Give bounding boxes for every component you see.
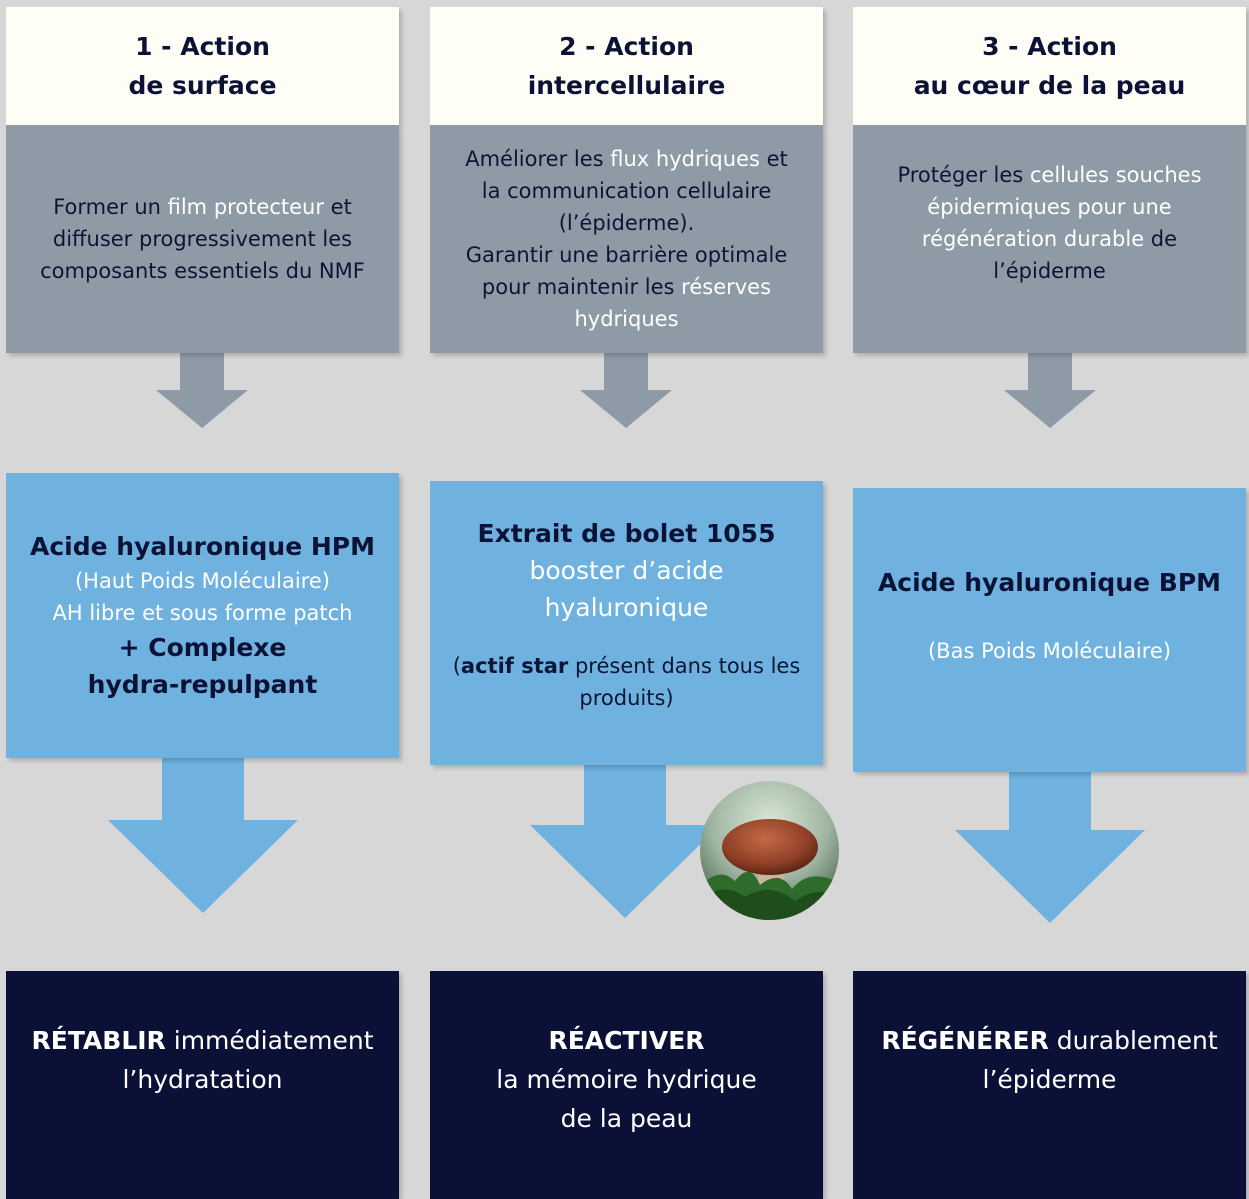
column-3-title-line1: 3 - Action (982, 32, 1117, 61)
highlight-text: film protecteur (167, 195, 324, 219)
column-2-title: 2 - Action intercellulaire (430, 7, 823, 125)
column-2-active-note-line2: produits) (579, 686, 674, 710)
column-3-active-ingredient: Acide hyaluronique BPM (Bas Poids Molécu… (853, 488, 1246, 772)
description-line: Garantir une barrière optimale (440, 239, 813, 271)
description-line: épidermiques pour une (863, 191, 1236, 223)
column-1-result-bold: RÉTABLIR (31, 1026, 166, 1055)
column-2-description: Améliorer les flux hydriques et la commun… (430, 125, 823, 353)
column-1-description: Former un film protecteur et diffuser pro… (6, 125, 399, 353)
highlight-text: épidermiques pour une (927, 195, 1172, 219)
description-text: la communication cellulaire (481, 179, 772, 203)
bolet-mushroom-image (700, 781, 839, 920)
description-line: Améliorer les flux hydriques et (440, 143, 813, 175)
description-line: hydriques (440, 303, 813, 335)
description-line: Protéger les cellules souches (863, 159, 1236, 191)
column-2-result-line3: de la peau (560, 1104, 693, 1133)
column-1-result-rest: immédiatement (165, 1026, 374, 1055)
column-2-result-line2: la mémoire hydrique (496, 1065, 757, 1094)
column-3-description: Protéger les cellules souches épidermique… (853, 125, 1246, 353)
column-1-active-ingredient: Acide hyaluronique HPM (Haut Poids Moléc… (6, 473, 399, 758)
column-3-active-sub1: (Bas Poids Moléculaire) (927, 639, 1172, 663)
gray-arrow-1 (156, 352, 248, 428)
highlight-text: flux hydriques (610, 147, 760, 171)
column-2-active-main: Extrait de bolet 1055 (477, 519, 776, 548)
description-text: de (1144, 227, 1178, 251)
highlight-text: réserves (681, 275, 772, 299)
column-3-title-line2: au cœur de la peau (913, 71, 1186, 100)
column-3-result: RÉGÉNÉRER durablement l’épiderme (853, 971, 1246, 1199)
column-1-result: RÉTABLIR immédiatement l’hydratation (6, 971, 399, 1199)
description-text: pour maintenir les (481, 275, 682, 299)
gray-arrow-2 (580, 352, 672, 428)
column-2-result: RÉACTIVER la mémoire hydrique de la peau (430, 971, 823, 1199)
column-3-active-main: Acide hyaluronique BPM (877, 568, 1222, 597)
column-1-active-sub2: AH libre et sous forme patch (52, 601, 353, 625)
description-line: composants essentiels du NMF (16, 255, 389, 287)
column-3-result-bold: RÉGÉNÉRER (881, 1026, 1049, 1055)
column-3-title: 3 - Action au cœur de la peau (853, 7, 1246, 125)
highlight-text: régénération durable (921, 227, 1145, 251)
description-line: régénération durable de (863, 223, 1236, 255)
description-text: l’épiderme (993, 259, 1106, 283)
column-2-active-sub2: hyaluronique (544, 593, 709, 622)
column-1-title-line1: 1 - Action (135, 32, 270, 61)
column-1-title: 1 - Action de surface (6, 7, 399, 125)
column-2-active-sub1: booster d’acide (529, 556, 724, 585)
column-3-result-line2: l’épiderme (982, 1065, 1117, 1094)
column-2-active-note: (actif star présent dans tous les (452, 654, 801, 678)
blue-arrow-3 (955, 771, 1145, 923)
description-text: (l’épiderme). (558, 211, 695, 235)
column-1-active-main: Acide hyaluronique HPM (30, 532, 375, 561)
column-1-result-line2: l’hydratation (122, 1065, 283, 1094)
description-text: diffuser progressivement les (52, 227, 353, 251)
description-line: (l’épiderme). (440, 207, 813, 239)
description-line: l’épiderme (863, 255, 1236, 287)
column-3-result-rest: durablement (1048, 1026, 1218, 1055)
description-line: Former un film protecteur et (16, 191, 389, 223)
column-2-active-ingredient: Extrait de bolet 1055 booster d’acide hy… (430, 481, 823, 765)
column-1-active-sub1: (Haut Poids Moléculaire) (74, 569, 330, 593)
description-line: pour maintenir les réserves (440, 271, 813, 303)
column-1-active-extra2: hydra-repulpant (87, 670, 318, 699)
column-2-result-bold: RÉACTIVER (548, 1026, 705, 1055)
gray-arrow-3 (1004, 352, 1096, 428)
description-text: et (323, 195, 352, 219)
blue-arrow-2 (530, 764, 720, 918)
column-1-active-extra1: + Complexe (118, 633, 287, 662)
description-text: Améliorer les (465, 147, 611, 171)
description-line: la communication cellulaire (440, 175, 813, 207)
description-line: diffuser progressivement les (16, 223, 389, 255)
highlight-text: cellules souches (1029, 163, 1202, 187)
column-2-note-bold: actif star (460, 654, 569, 678)
description-text: composants essentiels du NMF (40, 259, 365, 283)
column-2-title-line2: intercellulaire (527, 71, 726, 100)
blue-arrow-1 (108, 757, 298, 913)
description-text: Garantir une barrière optimale (465, 243, 788, 267)
description-text: Former un (53, 195, 168, 219)
column-1-title-line2: de surface (128, 71, 277, 100)
column-2-title-line1: 2 - Action (559, 32, 694, 61)
description-text: Protéger les (897, 163, 1030, 187)
highlight-text: hydriques (574, 307, 679, 331)
description-text: et (759, 147, 788, 171)
